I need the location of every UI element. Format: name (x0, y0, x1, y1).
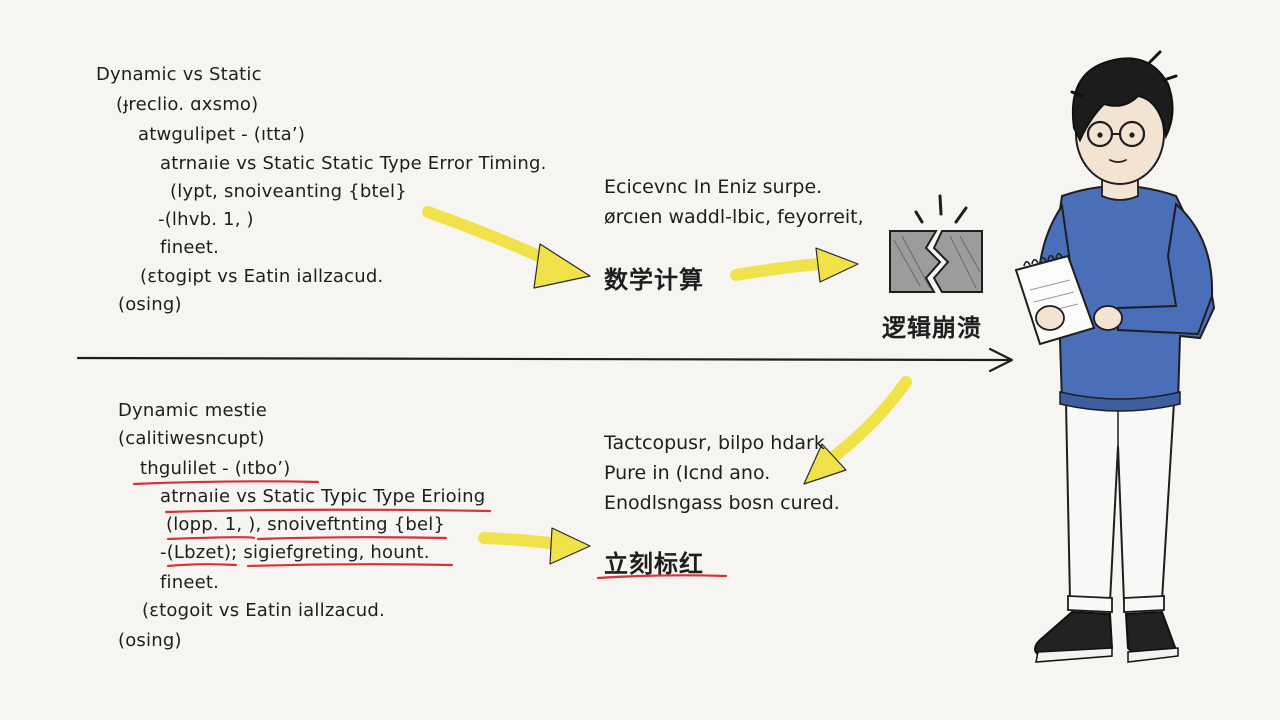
yellow-arrow-calc-to-crash (730, 247, 859, 283)
static-code-line: -(lhvb. 1, ) (158, 209, 254, 230)
static-note-line: Ecicevnc In Eniz surpe. (604, 176, 823, 198)
notepad-icon (1014, 252, 1096, 346)
yellow-arrow-code-to-calc (422, 206, 591, 289)
dynamic-code-line: (ɛtogoit vs Eatin iallzacud. (142, 600, 385, 621)
dynamic-note-line: Enodlsngass bosn cured. (604, 492, 840, 514)
dynamic-note: Tactcopusr, bilpo hdark Pure in (Icnd an… (604, 428, 840, 518)
static-code-line: (lypt, snoiveanting {btel} (170, 181, 407, 202)
dynamic-code-line: -(Lbzet); sigiefgreting, hount. (160, 542, 430, 563)
label-calc: 数学计算 (604, 266, 704, 294)
static-code-line: Dynamic vs Static (96, 64, 262, 85)
static-code-line: atwgulipet - (ıtta’) (138, 124, 306, 145)
static-code-line: (osing) (118, 294, 182, 315)
dynamic-code-line: (lopp. 1, ), snoiveftnting {bel} (166, 514, 446, 535)
static-note: Ecicevnc In Eniz surpe. ørcıen waddl-lbi… (604, 172, 864, 232)
static-code-line: fineet. (160, 237, 220, 258)
red-underlines (132, 480, 728, 580)
yellow-arrow-person-to-note (803, 376, 912, 485)
timeline-divider (76, 347, 1014, 373)
person-illustration (1014, 50, 1216, 663)
dynamic-code-line: atrnaıie vs Static Typic Type Erioing (160, 486, 486, 507)
dynamic-note-line: Pure in (Icnd ano. (604, 462, 771, 484)
dynamic-code-line: (osing) (118, 630, 182, 651)
static-code-line: atrnaıie vs Static Static Type Error Tim… (160, 153, 547, 174)
dynamic-code-line: Dynamic mestie (118, 400, 268, 421)
static-code-line: (ɛtogipt vs Eatin iallzacud. (140, 266, 384, 287)
dynamic-code-line: fineet. (160, 572, 220, 593)
label-redline: 立刻标红 (604, 550, 704, 578)
yellow-arrow-code-to-redline (478, 527, 591, 565)
label-crash: 逻辑崩溃 (882, 314, 982, 342)
dynamic-code-line: thgulilet - (ıtbo’) (140, 458, 291, 479)
static-code-line: (ɟreclio. ɑxsmo) (116, 94, 259, 115)
dynamic-code-line: (calitiwesncupt) (118, 428, 265, 449)
broken-block-icon (889, 194, 983, 293)
dynamic-note-line: Tactcopusr, bilpo hdark (604, 432, 825, 454)
static-note-line: ørcıen waddl-lbic, feyorreit, (604, 206, 864, 228)
